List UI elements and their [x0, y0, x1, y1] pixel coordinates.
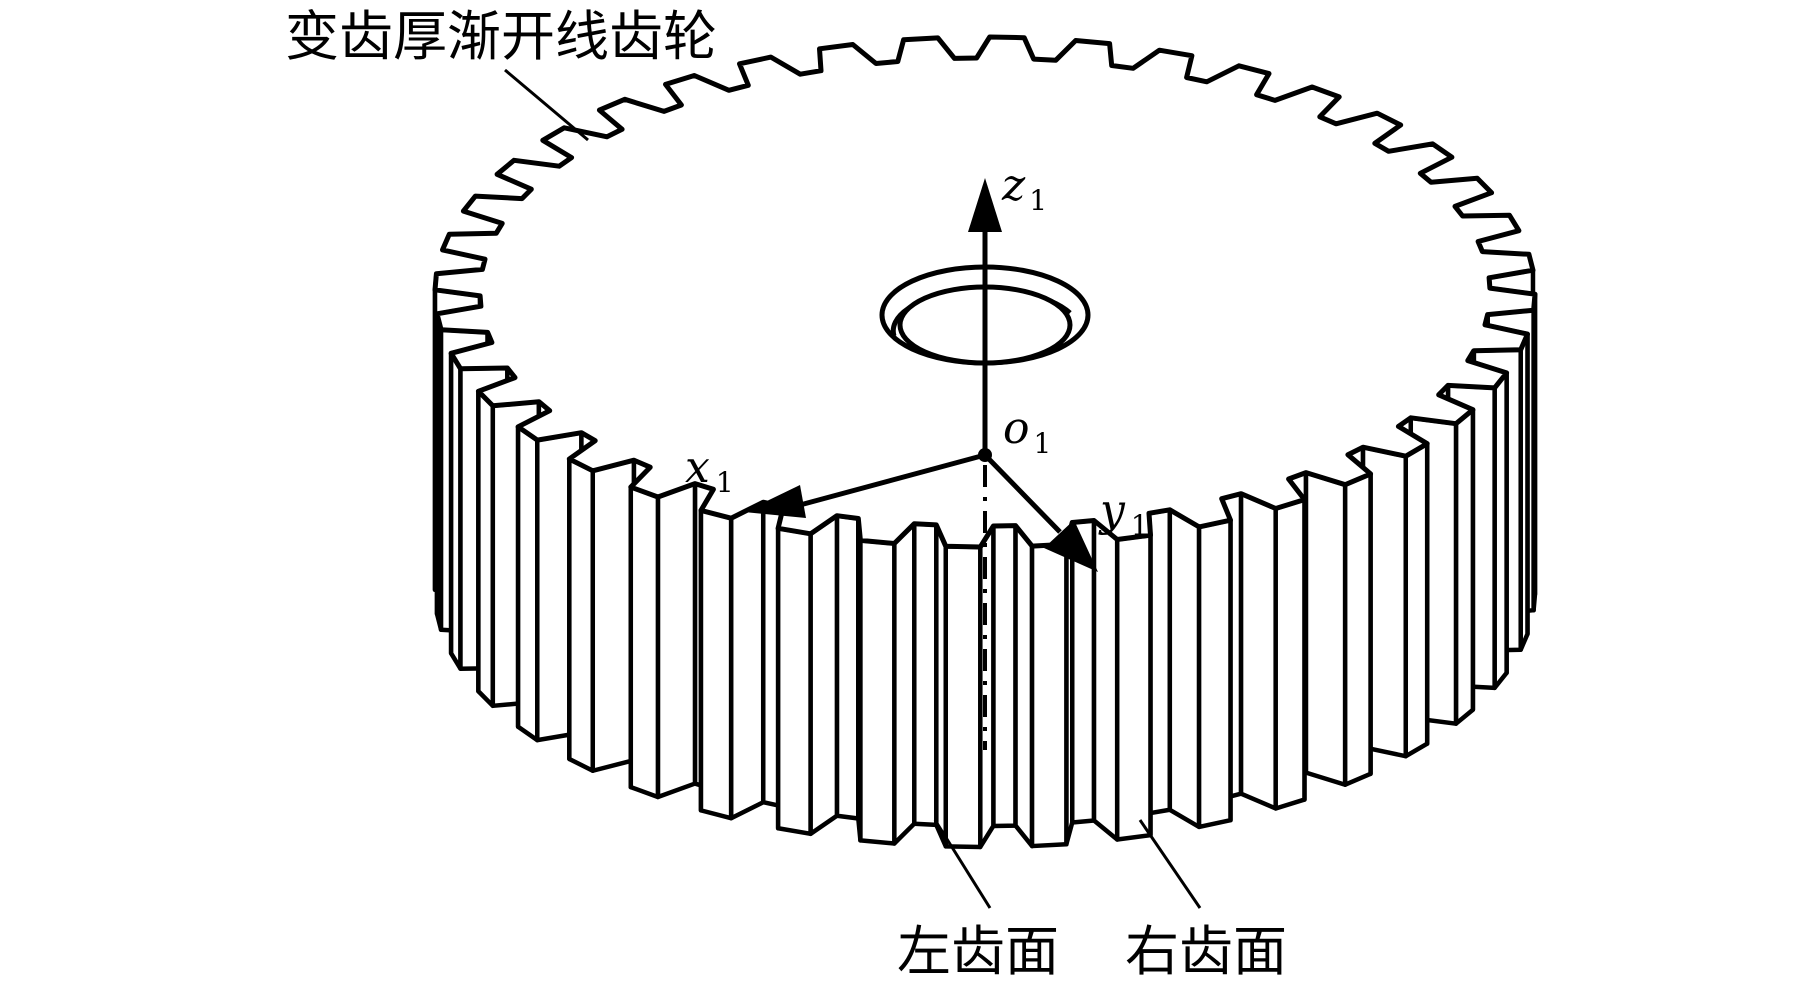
tooth-flank: [1167, 507, 1202, 830]
gear-body: [432, 34, 1538, 850]
tooth-flank: [892, 521, 917, 846]
tooth-flank: [1114, 532, 1153, 842]
left-face-leader-line: [933, 819, 992, 909]
tooth-flank: [1273, 497, 1307, 811]
left-face-label: 左齿面: [897, 920, 1059, 983]
right-face-label: 右齿面: [1125, 920, 1287, 983]
tooth-flank: [698, 508, 734, 821]
gear-name-label: 变齿厚渐开线齿轮: [285, 5, 717, 68]
gear-name-leader-line: [504, 68, 589, 142]
tooth-flank: [912, 521, 939, 828]
tooth-flank: [1196, 517, 1233, 830]
tooth-flank: [1091, 518, 1120, 842]
tooth-flank: [1013, 523, 1035, 849]
tooth-flank: [1029, 541, 1069, 849]
tooth-flank: [1453, 407, 1476, 726]
z-axis-arrowhead: [968, 178, 1002, 232]
tooth-flank: [991, 523, 1018, 829]
tooth-flank: [590, 457, 637, 774]
tooth-flank: [567, 456, 596, 774]
tooth-flank: [628, 484, 661, 800]
tooth-flank: [808, 513, 840, 837]
tooth-flank: [1238, 491, 1278, 811]
tooth-flank: [858, 538, 897, 846]
y-axis-arrowhead: [1044, 520, 1098, 572]
tooth-flank: [834, 513, 861, 821]
tooth-flank: [655, 481, 698, 800]
tooth-flank: [1303, 470, 1348, 787]
tooth-flank: [1403, 441, 1430, 759]
tooth-flank: [1342, 471, 1373, 787]
tooth-flank: [943, 544, 983, 850]
tooth-flank: [775, 526, 813, 837]
hub: [879, 264, 1091, 366]
x-axis-arrowhead: [744, 485, 806, 518]
tooth-flank: [515, 424, 540, 743]
y-axis: [983, 453, 1062, 534]
origin-point: [978, 448, 992, 462]
right-face-leader-line: [1138, 819, 1202, 909]
tooth-flank: [728, 499, 766, 821]
coordinate-axes: [744, 178, 1098, 750]
x-axis: [799, 452, 986, 508]
